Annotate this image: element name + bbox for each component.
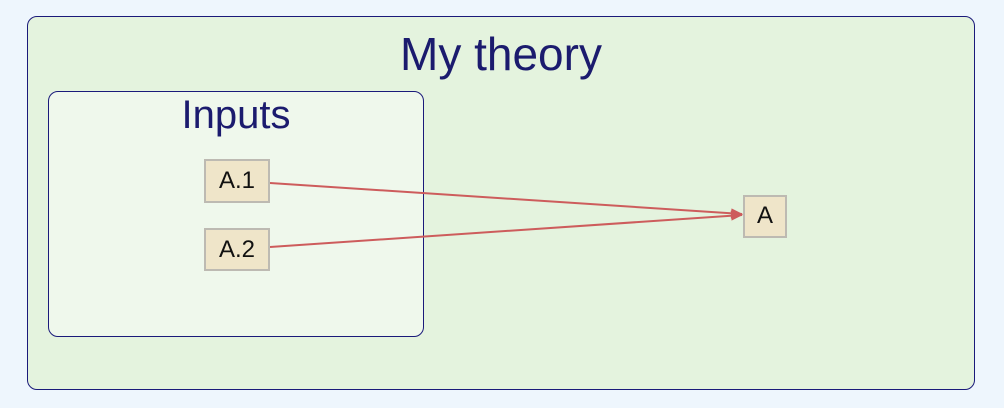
theory-cluster-title: My theory <box>400 28 602 80</box>
node-a-label: A <box>756 201 773 229</box>
node-a1-label: A.1 <box>218 167 256 194</box>
node-a2-label: A.2 <box>218 235 256 263</box>
node-a1[interactable]: A.1 <box>204 159 270 203</box>
node-a2[interactable]: A.2 <box>204 228 270 271</box>
node-a[interactable]: A <box>743 195 787 238</box>
inputs-cluster-title: Inputs <box>181 93 291 137</box>
inputs-cluster: Inputs <box>48 91 424 337</box>
